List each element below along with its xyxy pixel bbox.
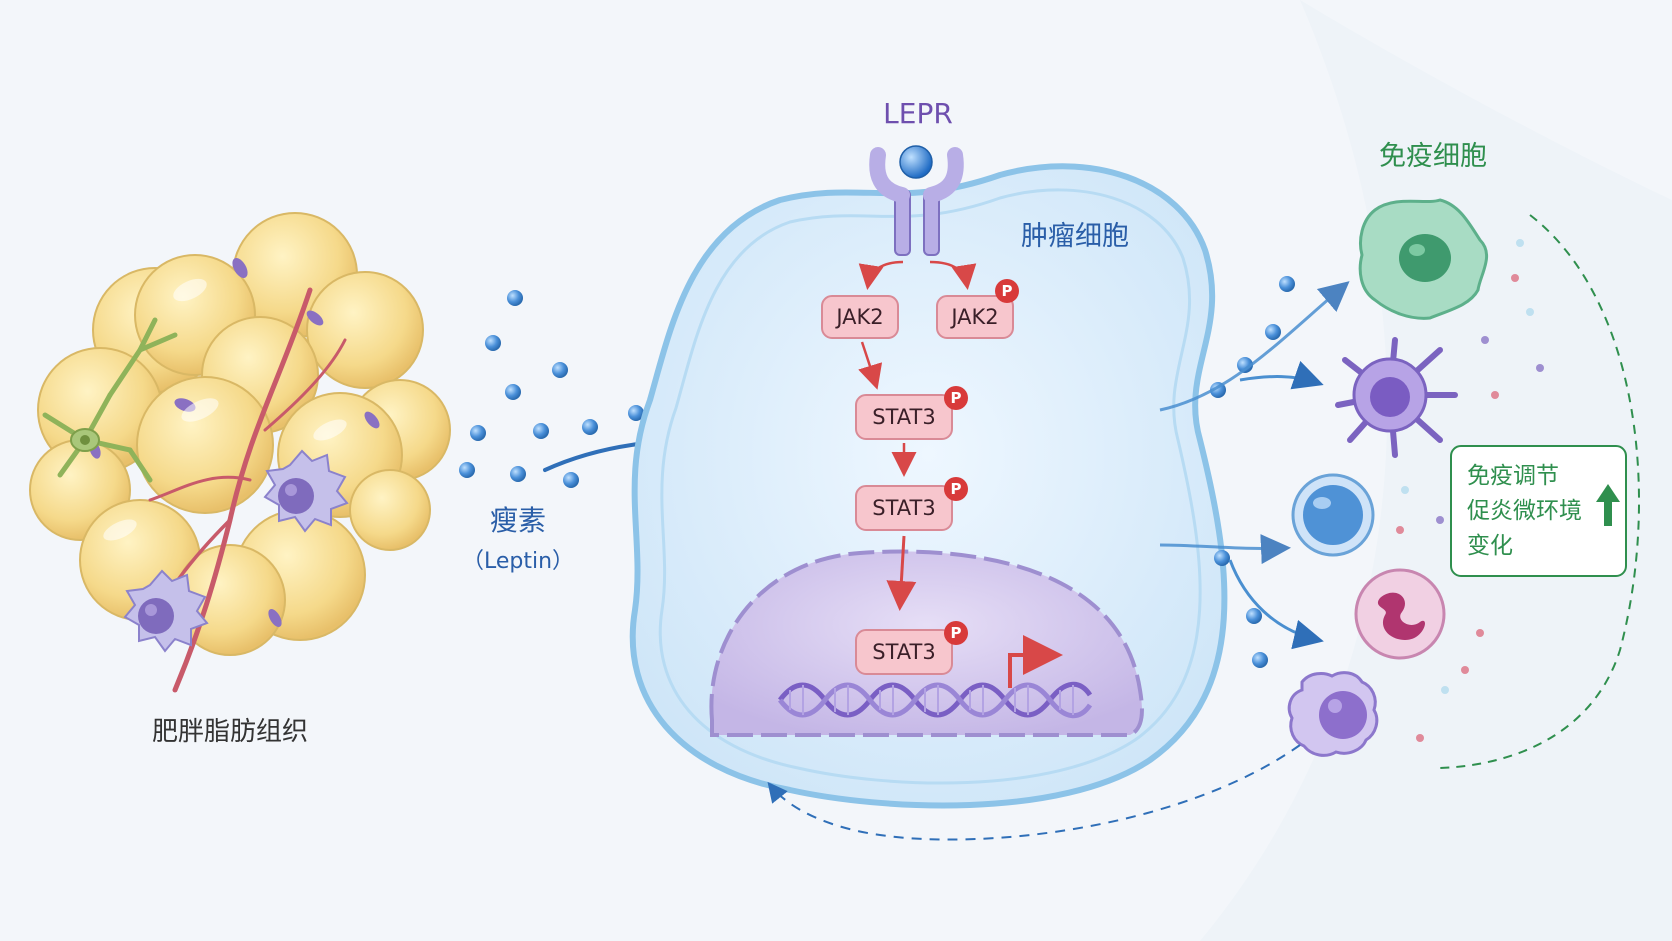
dna-helix xyxy=(778,681,1093,719)
secreted-dot xyxy=(1279,276,1295,292)
leptin-dot xyxy=(510,466,526,482)
secretion-arrow xyxy=(1228,559,1324,650)
secreted-dot xyxy=(1246,608,1262,624)
nuclear-translocation-arrow xyxy=(886,535,917,611)
phospho-label: P xyxy=(1002,282,1013,300)
tumor-cell-inner-membrane xyxy=(658,188,1202,785)
phospho-label: P xyxy=(951,480,962,498)
blood-vessel xyxy=(263,338,347,432)
stat3-1-label: STAT3 xyxy=(872,405,935,429)
transcription-arrow-icon xyxy=(1008,635,1063,688)
neutrophil xyxy=(1354,568,1446,660)
leptin-dot xyxy=(507,290,523,306)
leptin-dot xyxy=(552,362,568,378)
receptor-label: LEPR xyxy=(883,97,953,130)
stat3-dimer: STAT3 P xyxy=(855,477,968,531)
pathway-arrow xyxy=(929,260,977,290)
dendritic-cell xyxy=(1335,337,1458,458)
adipocyte xyxy=(306,271,424,389)
leptin-dot xyxy=(563,472,579,488)
lymphocyte xyxy=(1291,473,1375,557)
secreted-dot xyxy=(1252,652,1268,668)
adipocyte xyxy=(349,469,431,551)
immune-box-line1: 免疫调节 xyxy=(1467,463,1559,489)
adipose-tissue-cluster xyxy=(29,212,451,693)
highlight xyxy=(103,519,137,541)
adipose-macrophage xyxy=(263,449,349,533)
adipose-label: 肥胖脂肪组织 xyxy=(152,717,308,747)
leptin-molecules xyxy=(459,290,644,488)
immune-box-line3: 变化 xyxy=(1467,533,1513,559)
immune-bracket xyxy=(1439,214,1641,769)
phospho-badge xyxy=(995,279,1019,303)
adipose-macrophage xyxy=(123,569,209,653)
pathway-arrow xyxy=(858,260,904,290)
monocyte xyxy=(1287,671,1379,757)
lepr-receptor xyxy=(869,145,964,256)
secretion-arrow xyxy=(1239,360,1324,390)
adipocyte-nucleus xyxy=(268,608,282,628)
jak2-right-label: JAK2 xyxy=(949,305,998,329)
feedback-arrow xyxy=(767,744,1301,841)
stromal-cell-nucleus xyxy=(80,435,90,445)
tumor-cell-label: 肿瘤细胞 xyxy=(1021,221,1129,252)
stat3-nuclear: STAT3 P xyxy=(855,621,968,675)
dna-strand xyxy=(778,681,1093,718)
receptor-bound-leptin xyxy=(899,145,933,179)
background-sweep xyxy=(1200,0,1672,941)
immune-cells-label: 免疫细胞 xyxy=(1379,141,1487,172)
blood-vessel xyxy=(148,475,252,502)
phospho-badge xyxy=(944,621,968,645)
phospho-badge xyxy=(944,386,968,410)
jak2-right: JAK2 P xyxy=(936,279,1019,339)
secretion-arrow xyxy=(1159,281,1350,412)
highlight xyxy=(173,278,207,302)
leptin-dot xyxy=(505,384,521,400)
secreted-dot xyxy=(1265,324,1281,340)
phospho-label: P xyxy=(951,624,962,642)
leptin-dot xyxy=(582,419,598,435)
stat3-2-label: STAT3 xyxy=(872,496,935,520)
leptin-dot xyxy=(459,462,475,478)
leptin-dot xyxy=(628,405,644,421)
leptin-label: 瘦素 xyxy=(490,504,546,537)
stat3-cytoplasm: STAT3 P xyxy=(855,386,968,440)
jak2-left-label: JAK2 xyxy=(834,305,883,329)
highlight xyxy=(181,398,219,422)
phospho-badge xyxy=(944,477,968,501)
immune-box-line2: 促炎微环境 xyxy=(1467,498,1582,524)
pathway-arrow xyxy=(858,341,883,390)
leptin-dot xyxy=(533,423,549,439)
secreted-dot xyxy=(1237,357,1253,373)
adipocyte-nucleus xyxy=(232,258,248,278)
adipocyte-nucleus xyxy=(364,411,380,429)
leptin-dot xyxy=(485,335,501,351)
secreted-dot xyxy=(1214,550,1230,566)
jak2-left: JAK2 xyxy=(821,295,899,339)
macrophage-green xyxy=(1358,198,1488,320)
adipocyte-nucleus xyxy=(306,310,324,326)
dna-strand xyxy=(778,682,1093,719)
secretion-arrow xyxy=(1159,534,1291,565)
up-arrow-icon xyxy=(1596,484,1620,526)
highlight xyxy=(313,419,347,441)
leptin-dot xyxy=(470,425,486,441)
immune-regulation-box: 免疫调节 促炎微环境 变化 xyxy=(1450,445,1627,577)
phospho-label: P xyxy=(951,389,962,407)
leptin-en-label: （Leptin） xyxy=(462,549,574,574)
stat3-3-label: STAT3 xyxy=(872,640,935,664)
